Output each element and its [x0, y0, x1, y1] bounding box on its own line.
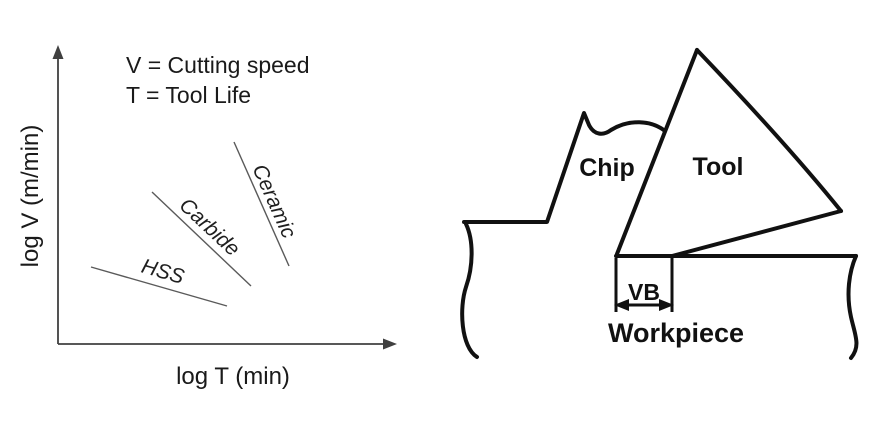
- vb-arrowhead-right-icon: [659, 299, 674, 311]
- ceramic-line: [233, 141, 290, 267]
- vb-arrowhead-left-icon: [614, 299, 629, 311]
- hss-line: [90, 266, 228, 307]
- y-axis-arrowhead-icon: [52, 45, 64, 59]
- tool-label: Tool: [693, 153, 744, 181]
- workpiece-right-break-line: [846, 254, 859, 360]
- workpiece-label: Workpiece: [608, 318, 744, 348]
- y-axis-label: log V (m/min): [17, 125, 44, 268]
- tool-clearance-face: [670, 209, 843, 258]
- carbide-line: [151, 191, 252, 287]
- x-axis-label: log T (min): [176, 363, 290, 390]
- tool-life-chart: V = Cutting speed T = Tool Life log V (m…: [17, 45, 397, 390]
- tool-right-edge: [695, 48, 843, 213]
- hss-label: HSS: [139, 255, 187, 289]
- ceramic-label: Ceramic: [248, 161, 301, 242]
- vb-label: VB: [628, 279, 660, 305]
- tool-rake-face: [615, 48, 699, 256]
- carbide-label: Carbide: [175, 194, 244, 261]
- chip-label: Chip: [579, 154, 635, 182]
- chip-outline: [462, 111, 667, 224]
- workpiece-left-break-line: [460, 222, 479, 359]
- legend-line-1: V = Cutting speed: [126, 52, 309, 78]
- legend-line-2: T = Tool Life: [126, 82, 251, 108]
- flank-wear-schematic: Chip Tool VB Workpiece: [460, 48, 859, 360]
- x-axis-arrowhead-icon: [383, 338, 397, 350]
